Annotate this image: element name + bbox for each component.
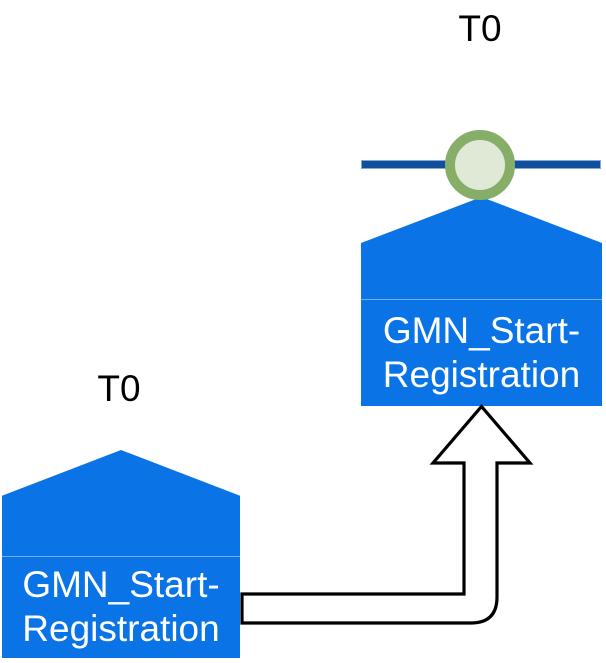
node-target-label-line2: Registration: [382, 353, 581, 395]
node-source-label: GMN_Start- Registration: [2, 556, 240, 658]
milestone-circle-icon: [445, 130, 515, 200]
connector-arrow-path: [240, 404, 534, 625]
node-target-pentagon: GMN_Start- Registration: [361, 197, 602, 406]
node-divider-line: [361, 299, 602, 300]
node-source-label-line1: GMN_Start-: [22, 564, 220, 605]
node-divider-line: [2, 556, 240, 557]
time-label-source: T0: [97, 368, 141, 409]
node-target-label-line1: GMN_Start-: [382, 309, 581, 351]
node-source-pentagon: GMN_Start- Registration: [2, 450, 240, 658]
node-source-label-line2: Registration: [22, 608, 220, 649]
node-target-label: GMN_Start- Registration: [361, 299, 602, 406]
time-label-target: T0: [458, 8, 502, 49]
